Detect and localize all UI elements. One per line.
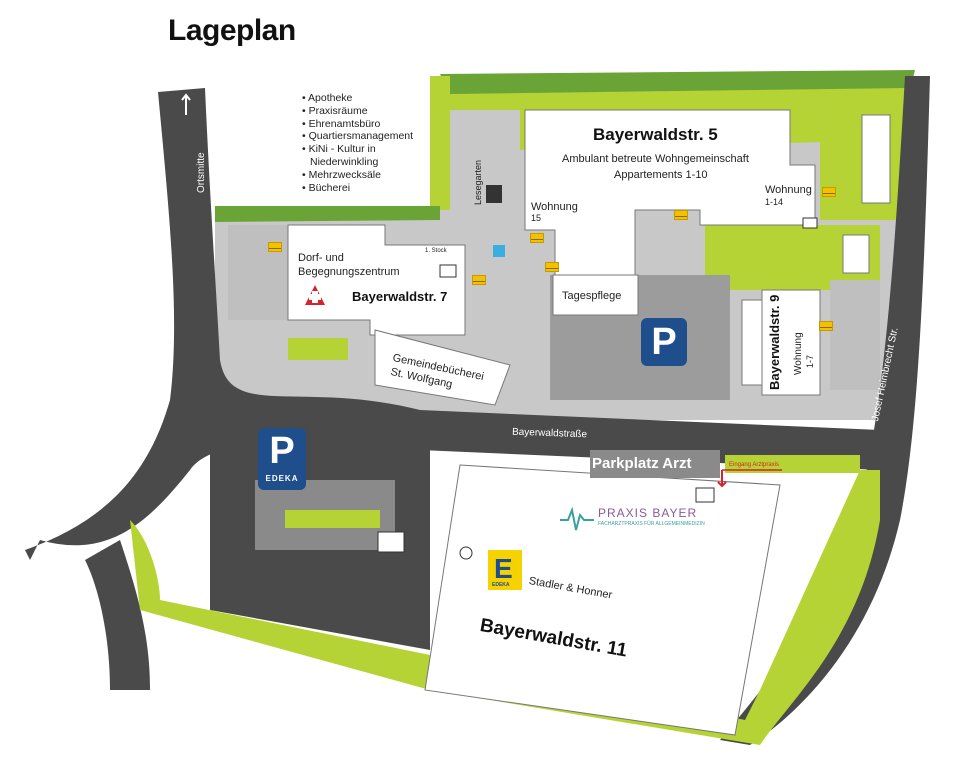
building-bayerwaldstr-5 [524, 109, 816, 276]
service-item: • Mehrzwecksäle [302, 168, 381, 181]
tagespflege-label: Tagespflege [562, 290, 622, 302]
mailbox-icon [674, 210, 688, 220]
mailbox-icon [268, 242, 282, 252]
address-bayerwaldstr-9: Bayerwaldstr. 9 [767, 294, 782, 390]
green-strip-west [215, 206, 440, 222]
b5-wohnung-right: Wohnung [765, 184, 812, 196]
b7-stock-label: 1. Stock [425, 248, 447, 254]
parking-sign-edeka-label: EDEKA [265, 474, 299, 483]
b5-wohnung-left: Wohnung [531, 201, 578, 213]
praxis-logo-icon [560, 506, 594, 531]
service-item: • Bücherei [302, 181, 351, 194]
b7-label-2: Begegnungszentrum [298, 266, 400, 278]
mailbox-icon [822, 187, 836, 197]
road-josef-heimbrecht [720, 76, 930, 745]
service-item: • KiNi - Kultur in [302, 143, 376, 156]
service-item: • Quartiersmanagement [302, 130, 414, 143]
fountain [493, 245, 505, 257]
b9-wohnung: Wohnung [793, 332, 804, 375]
b7-label-1: Dorf- und [298, 252, 344, 264]
building-tagespflege [552, 274, 639, 316]
entrance-arztpraxis-label: Eingang Arztpraxis [729, 462, 780, 468]
stair-box [377, 531, 405, 553]
service-item: • Apotheke [302, 92, 353, 104]
parking-arzt-area [590, 450, 720, 478]
b5-wohnung-right-number: 1-14 [765, 197, 784, 207]
mailbox-icon [819, 321, 833, 331]
praxis-subtitle: FACHARZTPRAXIS FÜR ALLGEMEINMEDIZIN [598, 521, 705, 527]
green-edeka-1 [285, 510, 380, 528]
svg-text:E: E [494, 553, 513, 584]
pharmacy-icon [305, 285, 325, 305]
mailbox-icon [545, 262, 559, 272]
address-bayerwaldstr-7: Bayerwaldstr. 7 [352, 289, 448, 304]
b9-wohnung-number: 1-7 [805, 354, 815, 368]
service-item: • Ehrenamtsbüro [302, 117, 381, 130]
building-ne-1 [861, 114, 891, 204]
restroom-icon [695, 487, 715, 503]
edeka-logo-text: EDEKA [492, 582, 510, 588]
b5-description-2: Appartements 1-10 [614, 169, 708, 181]
service-item: • Praxisräume [302, 104, 368, 117]
arrow-up-icon [181, 93, 191, 115]
building-bayerwaldstr-7 [287, 224, 466, 336]
restroom-icon-b5 [802, 217, 818, 229]
edeka-logo-icon: E [488, 550, 522, 590]
services-list: • Apotheke • Praxisräume • Ehrenamtsbüro… [302, 92, 413, 194]
green-strip-right [725, 455, 860, 473]
green-left-bar [430, 76, 450, 210]
entrance-arrow-icon [717, 470, 727, 488]
marker-circle [459, 546, 473, 560]
parking-sign-center: P [641, 318, 687, 366]
building-buecherei [374, 329, 511, 406]
arrow-left-icon [28, 523, 50, 533]
lesegarten-label: Lesegarten [473, 159, 483, 205]
parking-lot-east [830, 280, 880, 390]
page-title: Lageplan [168, 14, 296, 47]
address-bayerwaldstr-5: Bayerwaldstr. 5 [593, 125, 718, 144]
parking-lot-west [228, 225, 288, 320]
b5-wohnung-left-number: 15 [531, 213, 542, 223]
building-annex-b9 [741, 299, 763, 386]
parking-sign-edeka: P EDEKA [258, 428, 306, 490]
service-item: Niederwinkling [310, 155, 379, 168]
praxis-name: PRAXIS BAYER [598, 506, 698, 520]
road-south-west [85, 540, 150, 690]
parking-sign-edeka-letter: P [269, 430, 295, 472]
mailbox-icon [530, 233, 544, 243]
green-courtyard [288, 338, 348, 360]
building-bayerwaldstr-11 [424, 464, 781, 736]
lesegarten-pad [486, 185, 502, 203]
building-ne-2 [842, 234, 870, 274]
restroom-icon-b7 [439, 264, 457, 278]
road-label-ortsmitte: Ortsmitte [196, 152, 207, 193]
parking-arzt-label: Parkplatz Arzt [592, 455, 692, 472]
b5-description-1: Ambulant betreute Wohngemeinschaft [562, 153, 749, 165]
mailbox-icon [472, 275, 486, 285]
